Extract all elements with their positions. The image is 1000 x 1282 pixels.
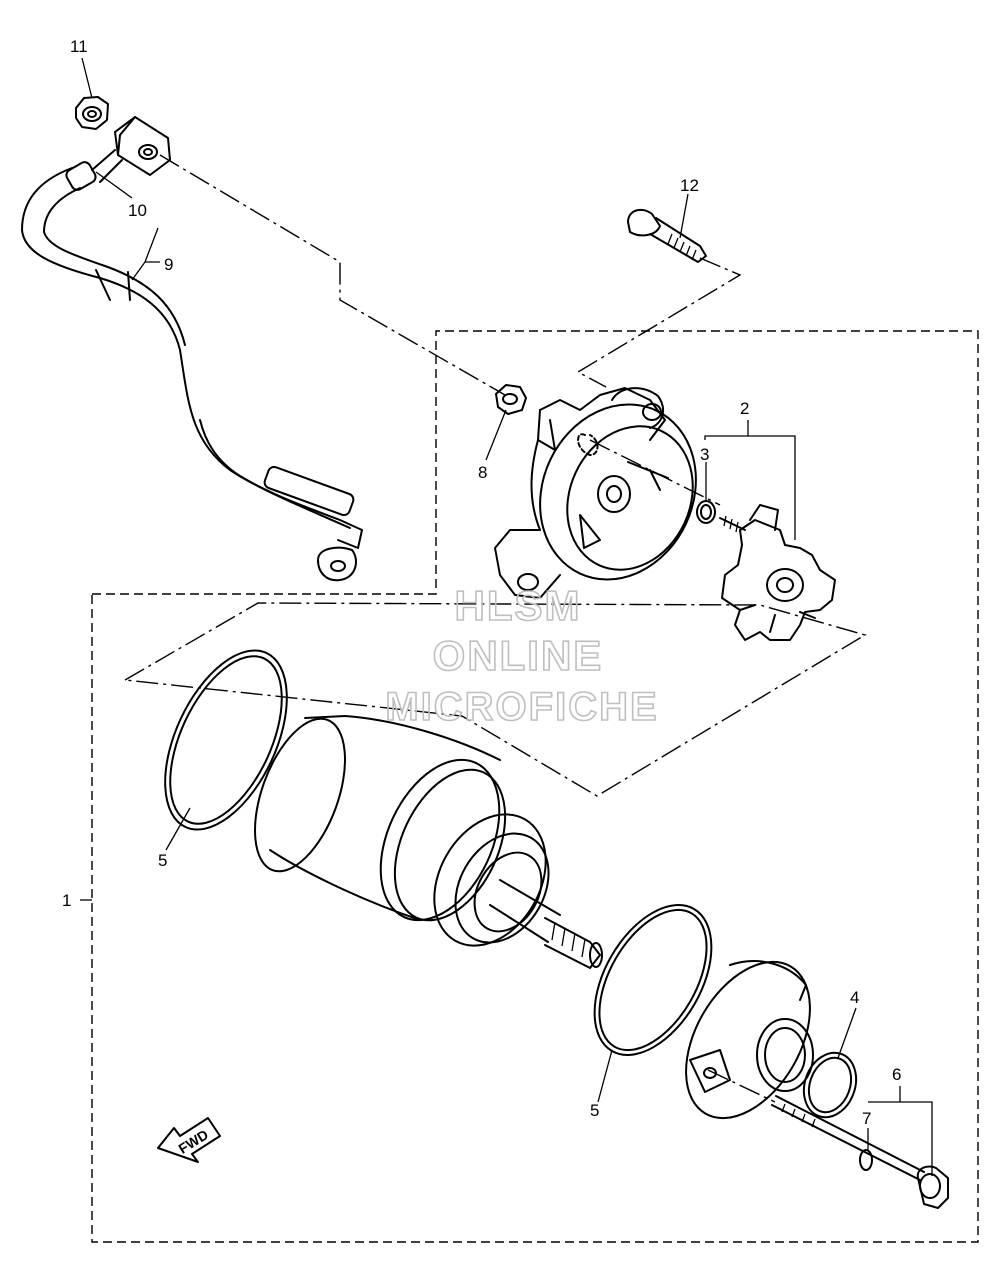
leader-12 [679,193,689,239]
starter-cable-part-9 [21,116,363,582]
callout-10: 10 [128,201,147,220]
callout-4: 4 [850,988,859,1007]
callout-5a: 5 [158,851,167,870]
o-ring-part-5b [593,904,713,1056]
guide-cable-to-nut [159,154,506,396]
brush-holder-part-2 [719,504,836,641]
callout-9: 9 [164,255,173,274]
front-cover [685,960,814,1120]
leader-5a [165,807,191,851]
leader-5b [597,1049,613,1103]
o-ring-part-5a [164,649,288,831]
leader-6 [868,1086,933,1176]
guide-bolt-axis [707,1069,776,1103]
o-ring-part-4 [802,1051,858,1119]
leader-9 [131,227,160,281]
callout-6: 6 [892,1065,901,1084]
bolt-part-6 [771,1095,949,1209]
guide-yoke-parallelogram [124,602,867,797]
leader-4 [837,1007,857,1059]
callout-1: 1 [62,891,71,910]
leader-8 [485,409,507,461]
watermark-line-3: MICROFICHE [385,685,658,729]
callout-12: 12 [680,176,699,195]
callout-2: 2 [740,399,749,418]
watermark-line-2: ONLINE [433,632,604,679]
leader-2 [704,420,796,540]
group-box-1 [91,330,979,1243]
watermark-line-1: HLSM [455,582,582,629]
nut-part-11 [75,96,109,130]
callout-8: 8 [478,463,487,482]
guide-bolt-to-housing [576,257,742,388]
nut-part-8 [495,384,527,415]
bolt-part-12 [627,208,707,263]
watermark: HLSM ONLINE MICROFICHE [385,581,658,730]
starter-motor-yoke [254,715,603,969]
callout-3: 3 [700,445,709,464]
leader-10 [95,171,133,199]
callout-7: 7 [862,1109,871,1128]
callout-5b: 5 [590,1101,599,1120]
fwd-arrow-icon: FWD [157,1117,221,1163]
leader-11 [81,57,93,99]
rear-housing [494,387,697,599]
o-ring-part-3 [696,500,716,524]
callout-11: 11 [70,37,88,56]
